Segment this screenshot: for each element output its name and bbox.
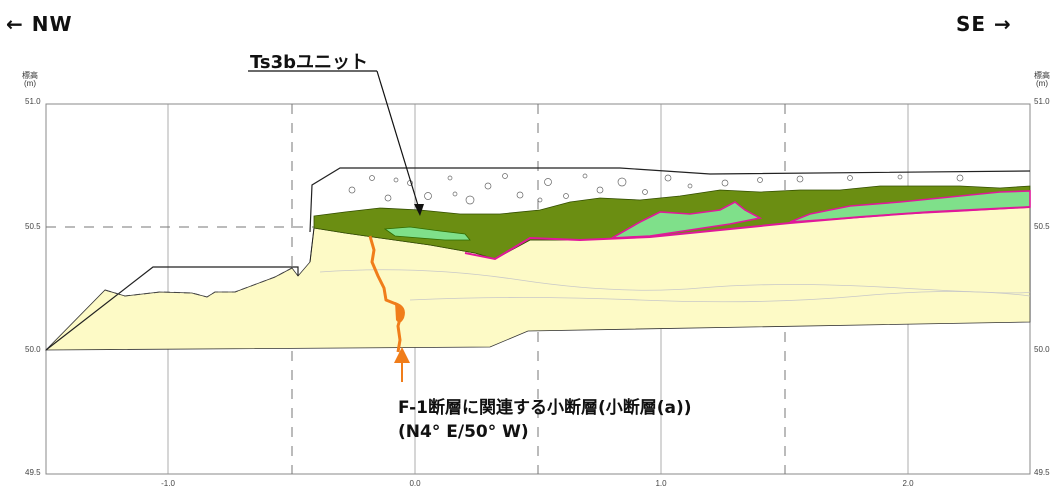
y-tick-right: 50.0 bbox=[1034, 345, 1050, 354]
y-tick-right: 49.5 bbox=[1034, 468, 1050, 477]
ground-surface-line bbox=[45, 167, 1031, 351]
unit-leader-line bbox=[376, 70, 421, 213]
unit-leader-arrowhead bbox=[414, 204, 424, 216]
y-axis-header-right: 標高 (m) bbox=[1034, 72, 1050, 88]
direction-nw-label: ← NW bbox=[6, 12, 73, 36]
direction-se-label: SE → bbox=[956, 12, 1012, 36]
sediment-bedding-lines bbox=[319, 269, 1031, 303]
gravel-boundary-dashed bbox=[104, 267, 293, 298]
fault-label-line1: F-1断層に関連する小断層(小断層(a)) bbox=[398, 398, 692, 418]
fault-label: F-1断層に関連する小断層(小断層(a)) (N4° E/50° W) bbox=[398, 396, 692, 444]
x-tick: -1.0 bbox=[161, 479, 175, 488]
y-axis-header-unit: (m) bbox=[24, 79, 36, 88]
y-tick-left: 49.5 bbox=[25, 468, 41, 477]
fault-trace bbox=[368, 235, 404, 353]
green-lens-left bbox=[383, 226, 471, 241]
y-axis-header-unit: (m) bbox=[1036, 79, 1048, 88]
x-tick: 0.0 bbox=[409, 479, 421, 488]
y-axis-header-left: 標高 (m) bbox=[22, 72, 38, 88]
gravel-clasts bbox=[348, 173, 964, 205]
scarp-line bbox=[309, 227, 315, 263]
fault-arrow-head bbox=[394, 347, 410, 363]
y-tick-left: 50.5 bbox=[25, 222, 41, 231]
fault-label-line2: (N4° E/50° W) bbox=[398, 422, 529, 442]
y-axis-header-title: 標高 bbox=[22, 71, 38, 80]
y-tick-right: 51.0 bbox=[1034, 97, 1050, 106]
y-tick-right: 50.5 bbox=[1034, 222, 1050, 231]
x-tick: 1.0 bbox=[655, 479, 667, 488]
y-tick-left: 51.0 bbox=[25, 97, 41, 106]
y-axis-header-title: 標高 bbox=[1034, 71, 1050, 80]
unit-label: Ts3bユニット bbox=[250, 52, 369, 73]
y-tick-left: 50.0 bbox=[25, 345, 41, 354]
fault-swell bbox=[395, 302, 405, 323]
magenta-boundary-line bbox=[464, 206, 1031, 261]
x-tick: 2.0 bbox=[902, 479, 914, 488]
green-lens-middle bbox=[611, 201, 763, 239]
